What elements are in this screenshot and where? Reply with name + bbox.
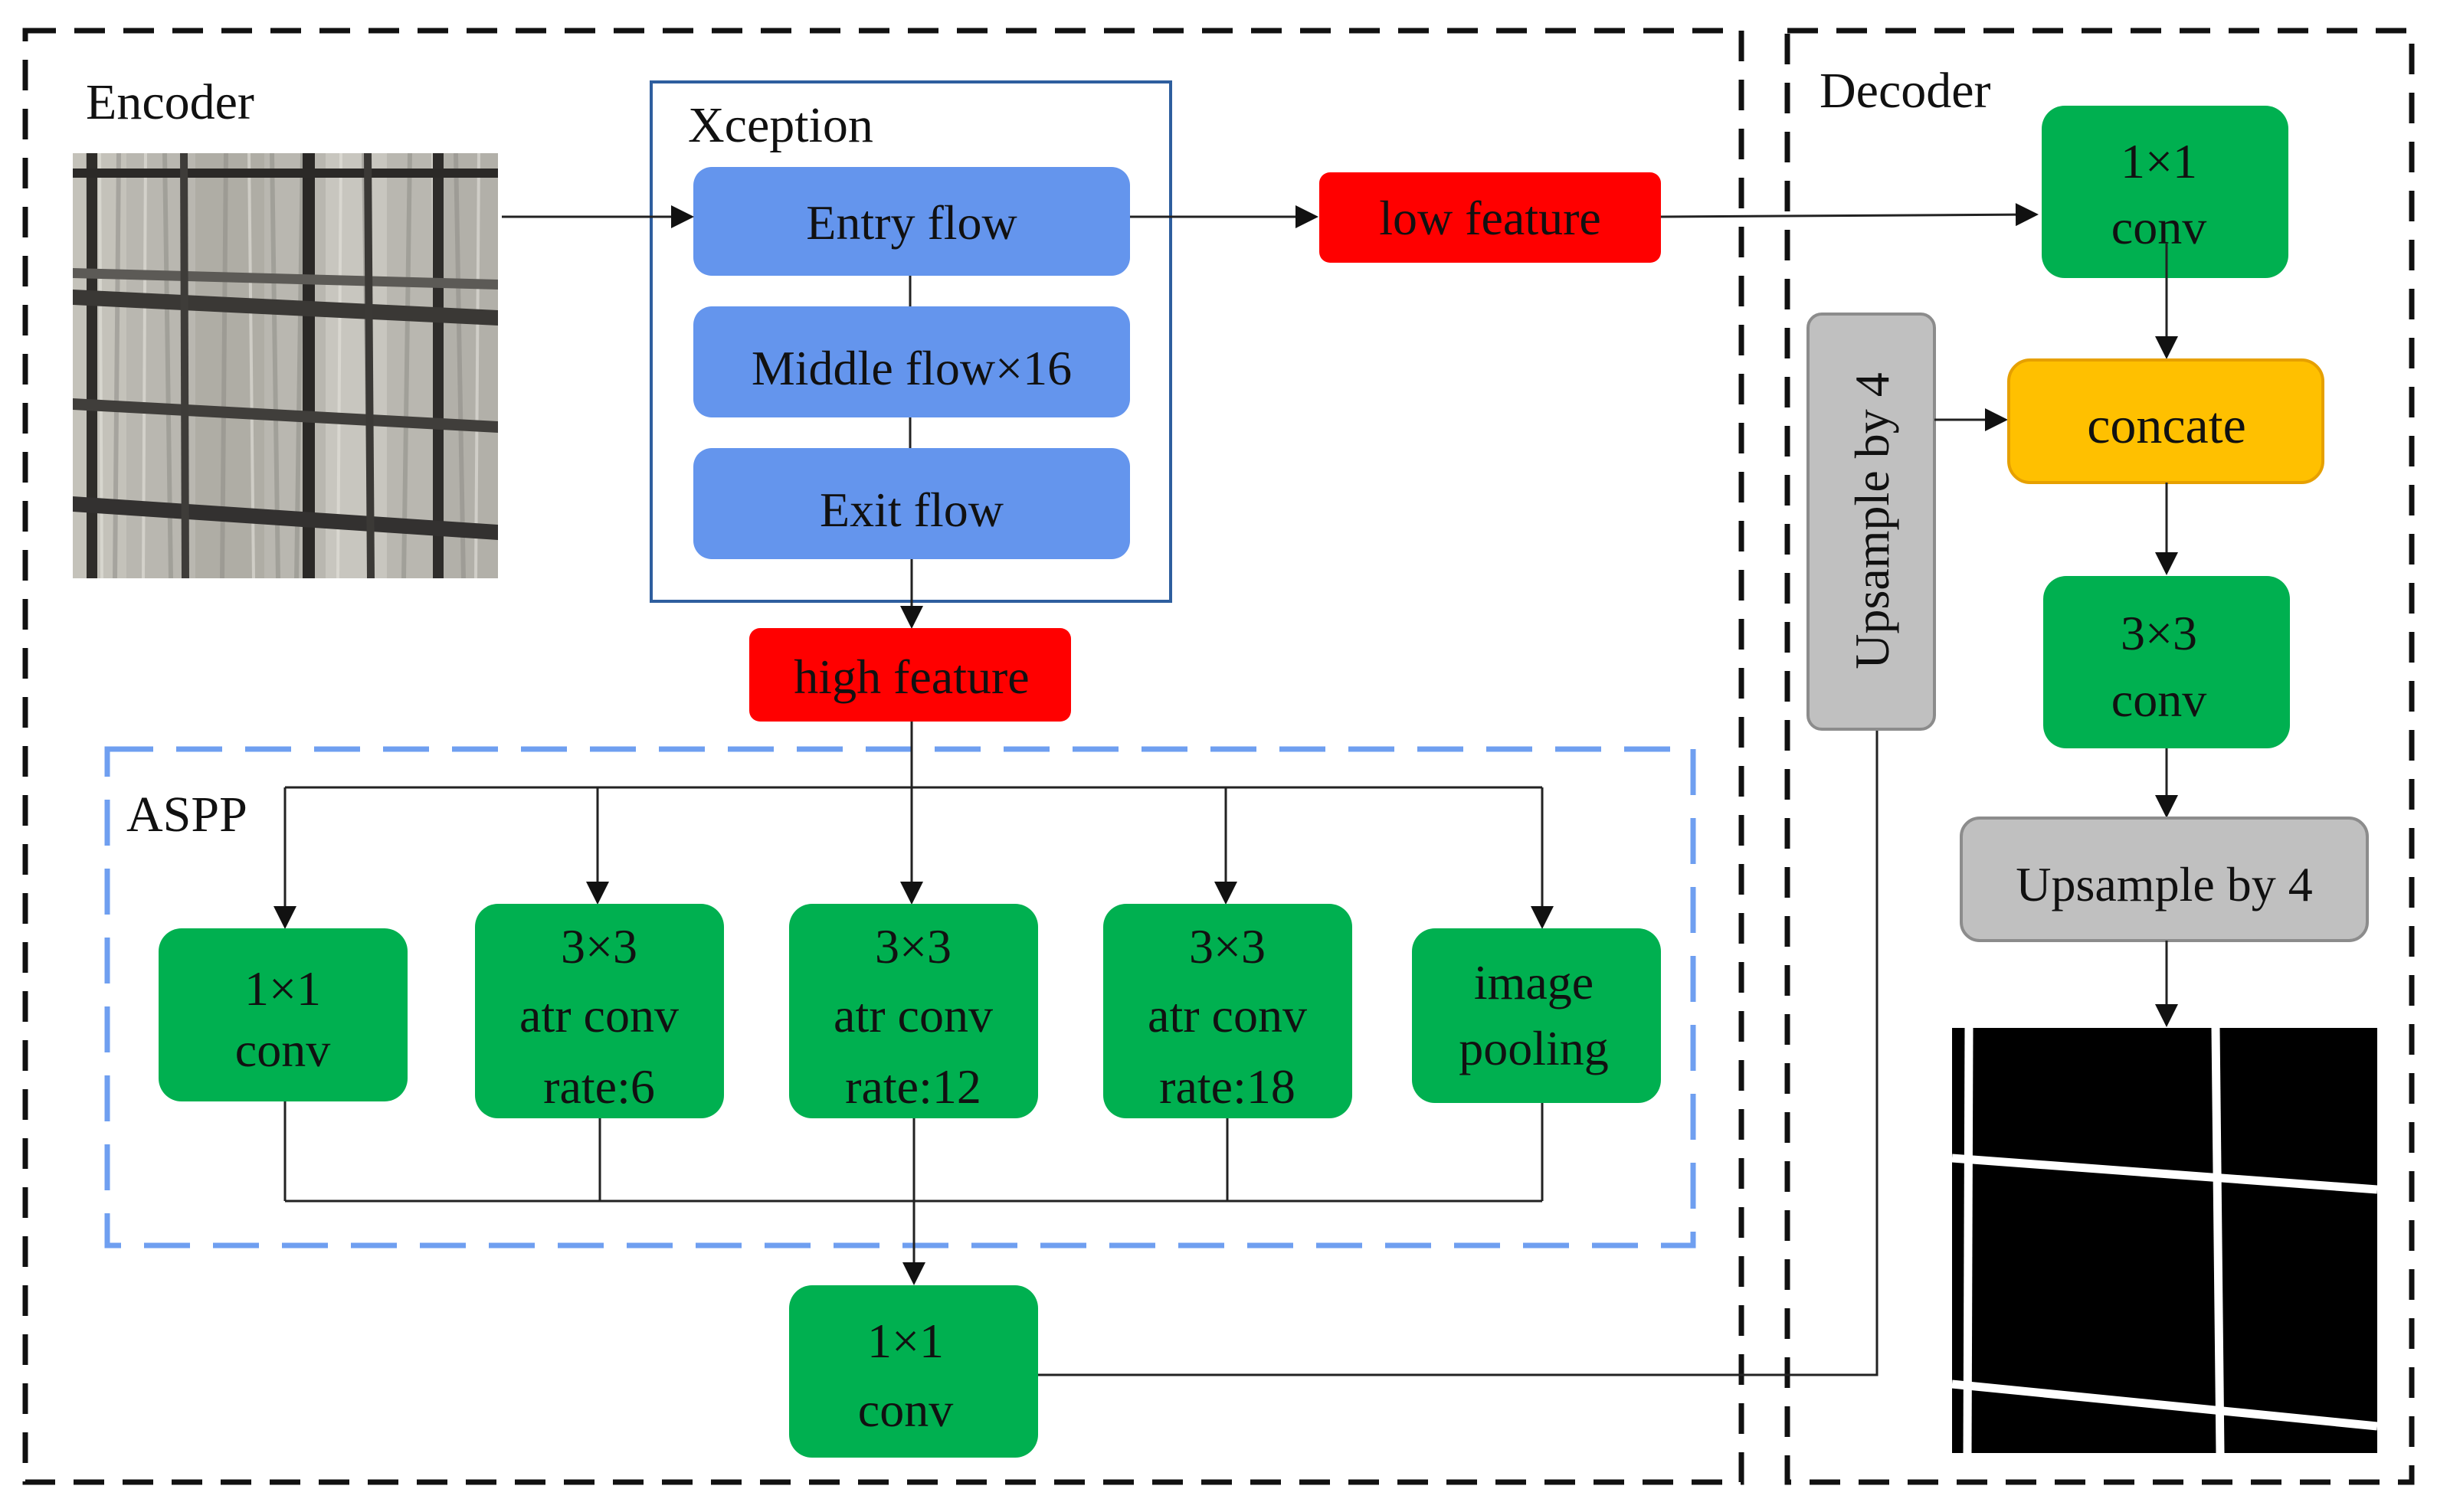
svg-text:conv: conv	[235, 1023, 330, 1077]
upsample-side-node: Upsample by 4	[1806, 313, 1936, 731]
svg-text:1×1: 1×1	[867, 1314, 944, 1368]
svg-text:3×3: 3×3	[2121, 606, 2197, 660]
concat-node: concate	[2007, 358, 2324, 484]
decoder-title: Decoder	[1820, 63, 1991, 119]
svg-text:conv: conv	[2111, 673, 2206, 727]
svg-text:Upsample by 4: Upsample by 4	[2016, 857, 2313, 911]
svg-text:3×3: 3×3	[875, 919, 952, 974]
svg-text:Upsample by 4: Upsample by 4	[1845, 372, 1899, 669]
encoder-title: Encoder	[86, 74, 254, 130]
arrow-low-to-decoder	[1660, 203, 2039, 227]
wire-encoder-to-upsample	[1038, 729, 1879, 1376]
svg-text:Middle flow×16: Middle flow×16	[752, 341, 1072, 395]
svg-text:image: image	[1474, 955, 1594, 1010]
svg-text:conv: conv	[2111, 200, 2206, 254]
svg-text:concate: concate	[2087, 396, 2246, 454]
decoder-1x1-conv: 1×1 conv	[2042, 106, 2288, 278]
low-feature-node: low feature	[1319, 172, 1661, 263]
svg-text:1×1: 1×1	[244, 961, 321, 1016]
encoder-output-1x1-conv: 1×1 conv	[789, 1285, 1038, 1458]
output-mask-image	[1951, 1027, 2378, 1454]
encoder-frame	[22, 28, 1744, 1485]
input-image	[73, 153, 498, 578]
svg-text:atr conv: atr conv	[519, 988, 679, 1042]
svg-text:pooling: pooling	[1459, 1021, 1609, 1075]
svg-text:atr conv: atr conv	[1148, 988, 1307, 1042]
svg-text:3×3: 3×3	[1189, 919, 1266, 974]
aspp-title: ASPP	[126, 787, 247, 843]
aspp-branch-image-pooling: image pooling	[1412, 928, 1661, 1103]
high-feature-node: high feature	[749, 628, 1071, 722]
svg-text:Entry flow: Entry flow	[806, 195, 1017, 250]
svg-text:1×1: 1×1	[2121, 134, 2197, 188]
aspp-branch-rate-6: 3×3 atr conv rate:6	[475, 904, 724, 1118]
svg-text:rate:6: rate:6	[543, 1059, 655, 1114]
middle-flow-node: Middle flow×16	[693, 306, 1130, 417]
aspp-branch-rate-12: 3×3 atr conv rate:12	[789, 904, 1038, 1118]
entry-flow-node: Entry flow	[693, 167, 1130, 276]
svg-text:high feature: high feature	[794, 650, 1029, 704]
exit-flow-node: Exit flow	[693, 448, 1130, 559]
svg-text:Exit flow: Exit flow	[820, 483, 1004, 537]
svg-text:low feature: low feature	[1379, 191, 1601, 245]
svg-text:rate:12: rate:12	[845, 1059, 981, 1114]
decoder-3x3-conv: 3×3 conv	[2043, 576, 2290, 748]
upsample-final-node: Upsample by 4	[1960, 817, 2369, 942]
svg-text:rate:18: rate:18	[1159, 1059, 1295, 1114]
svg-text:3×3: 3×3	[561, 919, 637, 974]
aspp-frame	[104, 746, 1696, 1249]
aspp-branch-1x1-conv: 1×1 conv	[159, 928, 408, 1101]
svg-text:atr conv: atr conv	[834, 988, 993, 1042]
svg-text:conv: conv	[858, 1383, 953, 1437]
decoder-frame	[1784, 28, 2415, 1485]
aspp-branch-rate-18: 3×3 atr conv rate:18	[1103, 904, 1352, 1118]
xception-title: Xception	[688, 97, 873, 153]
